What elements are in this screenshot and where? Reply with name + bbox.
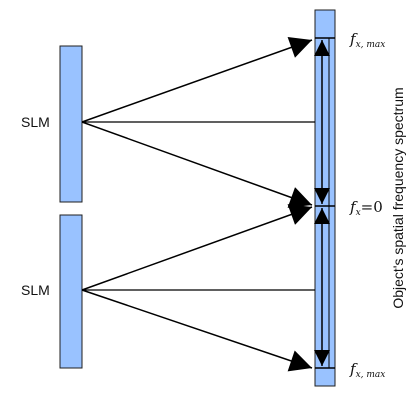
fx-max-bottom-subscript: x, max [355,370,386,380]
ray-top-to-zero [81,121,313,208]
spectrum-bar [314,9,336,387]
fx-max-bottom-symbol: f [350,360,356,378]
fx-max-top-subscript: x, max [355,40,386,50]
fx-max-top-label: fx, max [350,30,385,50]
spectrum-axis-label: Object's spatial frequency spectrum [390,87,406,309]
fx-zero-symbol: f [350,198,356,216]
ray-top-to-max [81,37,313,123]
fx-max-bottom-label: fx, max [350,360,385,380]
slm-bottom-bar [59,214,83,369]
fx-zero-label: fx=0 [350,198,383,218]
slm-top-bar [59,45,83,203]
fx-zero-subscript: x [355,208,361,218]
fx-max-top-symbol: f [350,30,356,48]
fx-zero-equals: =0 [360,198,383,216]
slm-bottom-label: SLM [21,282,50,298]
slm-top-label: SLM [21,114,50,130]
ray-bottom-to-max [81,289,313,372]
ray-bottom-to-zero [81,204,313,291]
